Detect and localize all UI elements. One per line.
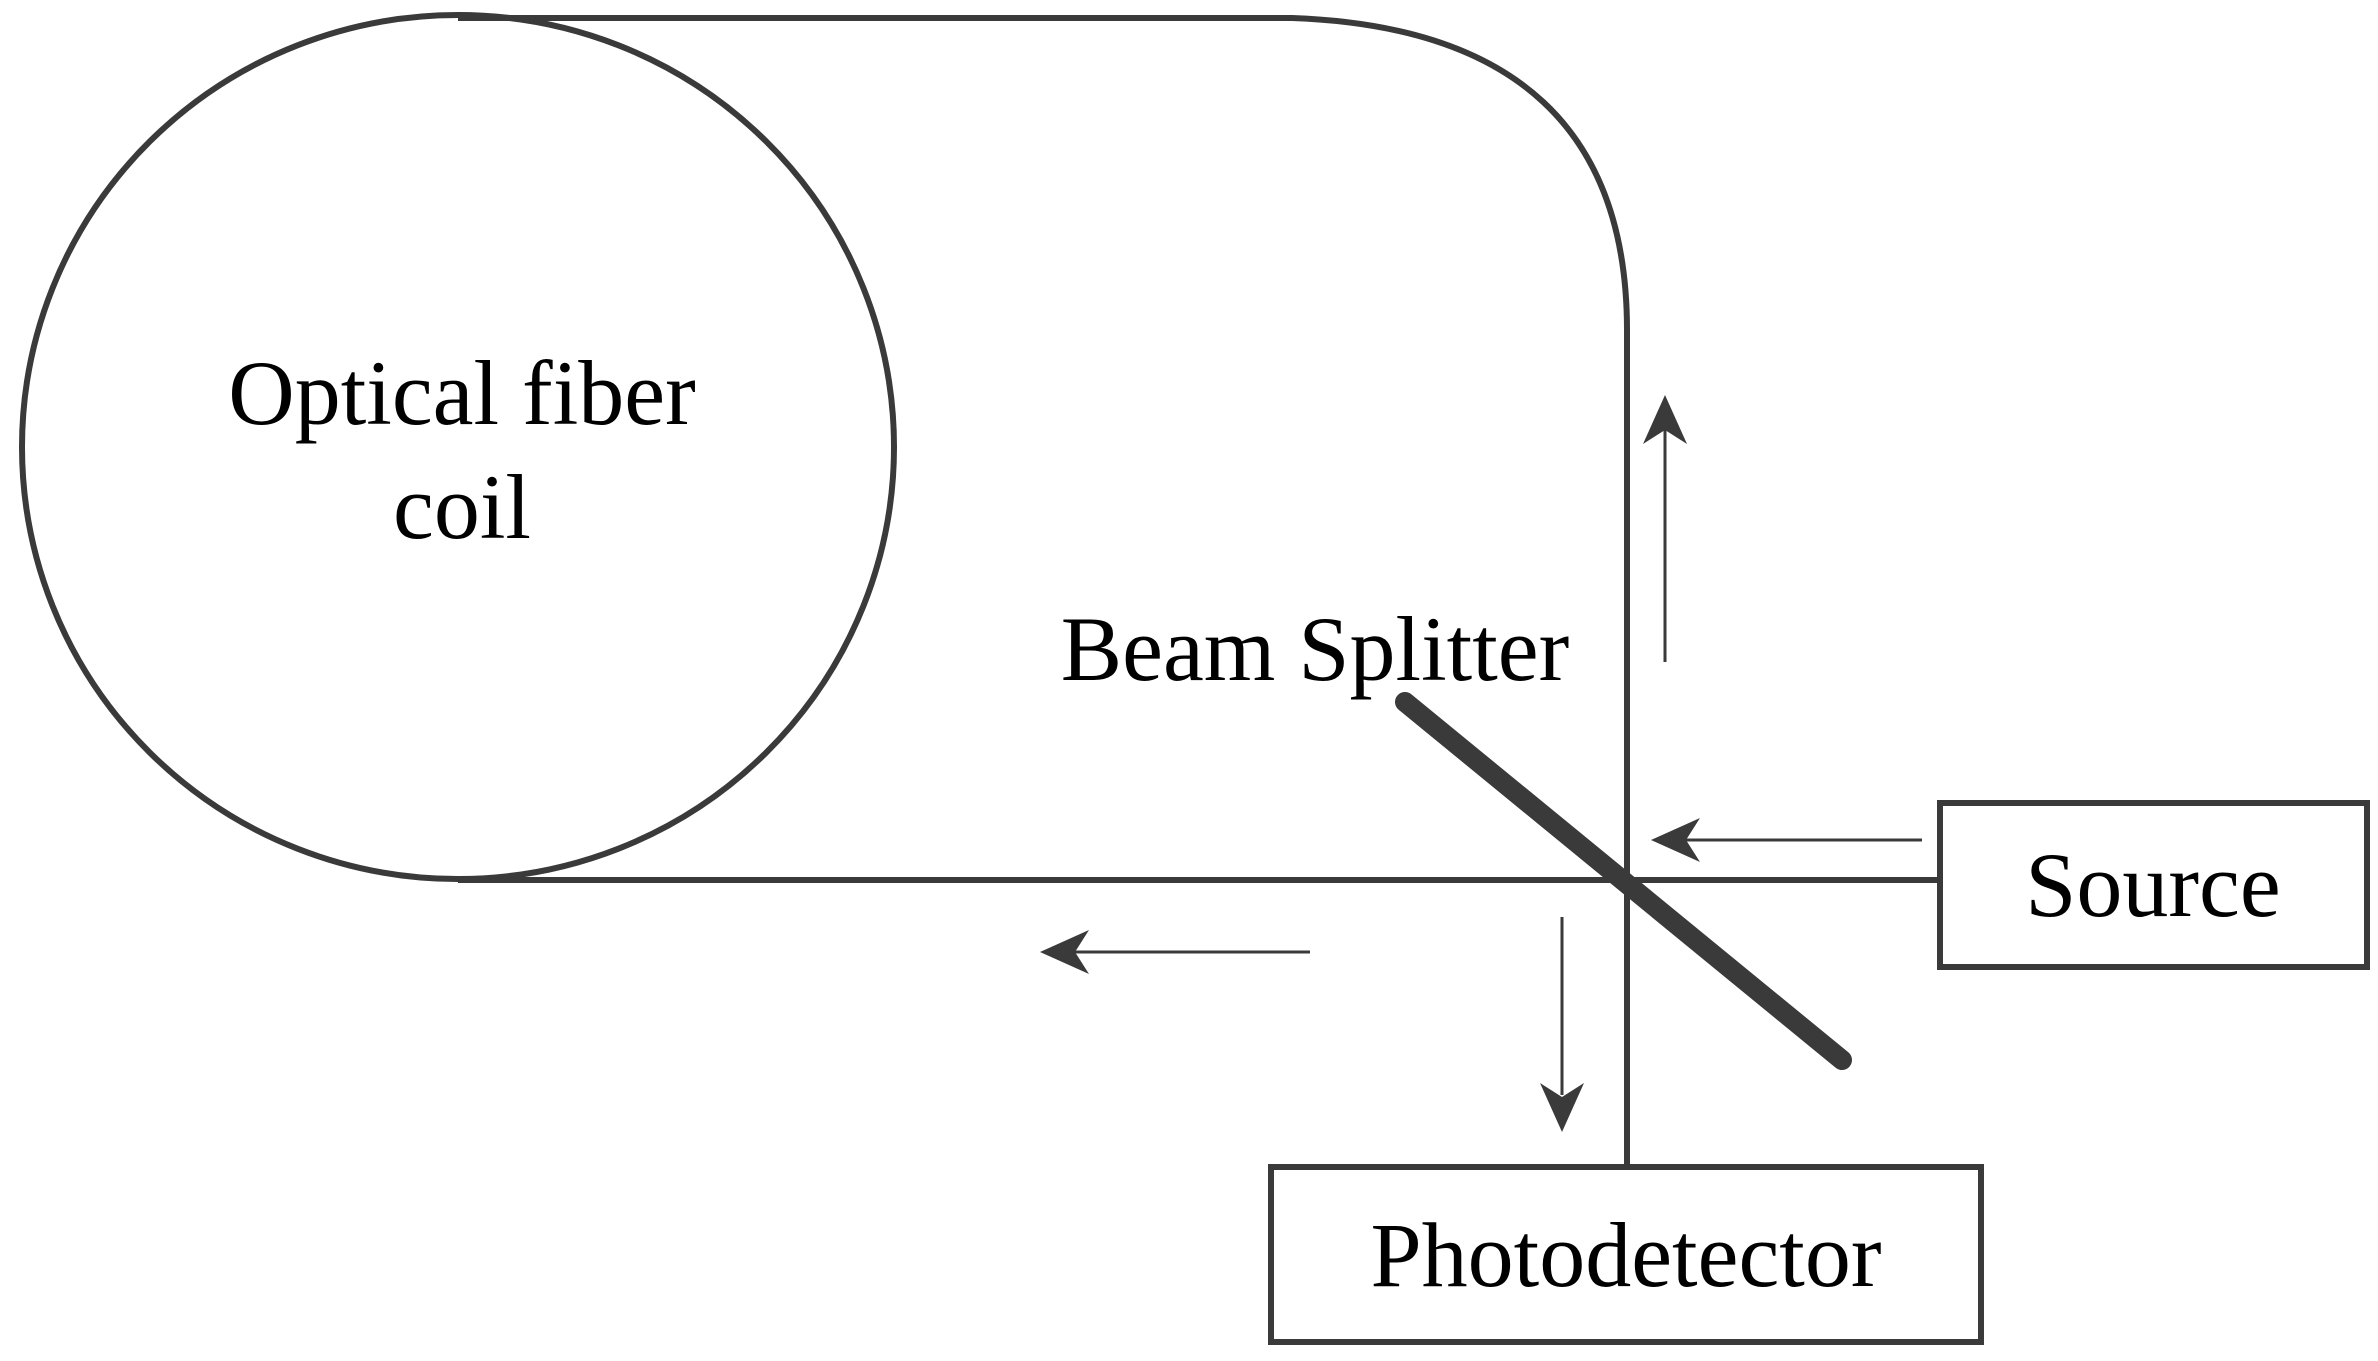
beam-splitter-bar <box>1395 692 1852 1070</box>
arrow-leftward-bottom <box>1040 930 1310 974</box>
fiber-loop-path <box>458 15 1630 1167</box>
arrow-upward <box>1643 395 1687 662</box>
source-label: Source <box>2025 834 2280 936</box>
photodetector-box <box>1268 1164 1984 1345</box>
arrow-downward <box>1540 917 1584 1132</box>
photodetector-label: Photodetector <box>1371 1204 1882 1306</box>
arrow-source-to-splitter <box>1651 818 1922 862</box>
fiber-coil-circle <box>19 12 897 882</box>
source-box <box>1937 800 2370 970</box>
coil-label-line1: Optical fiber <box>228 342 695 444</box>
beam-splitter-label: Beam Splitter <box>1061 598 1569 700</box>
coil-label-line2: coil <box>393 456 531 558</box>
